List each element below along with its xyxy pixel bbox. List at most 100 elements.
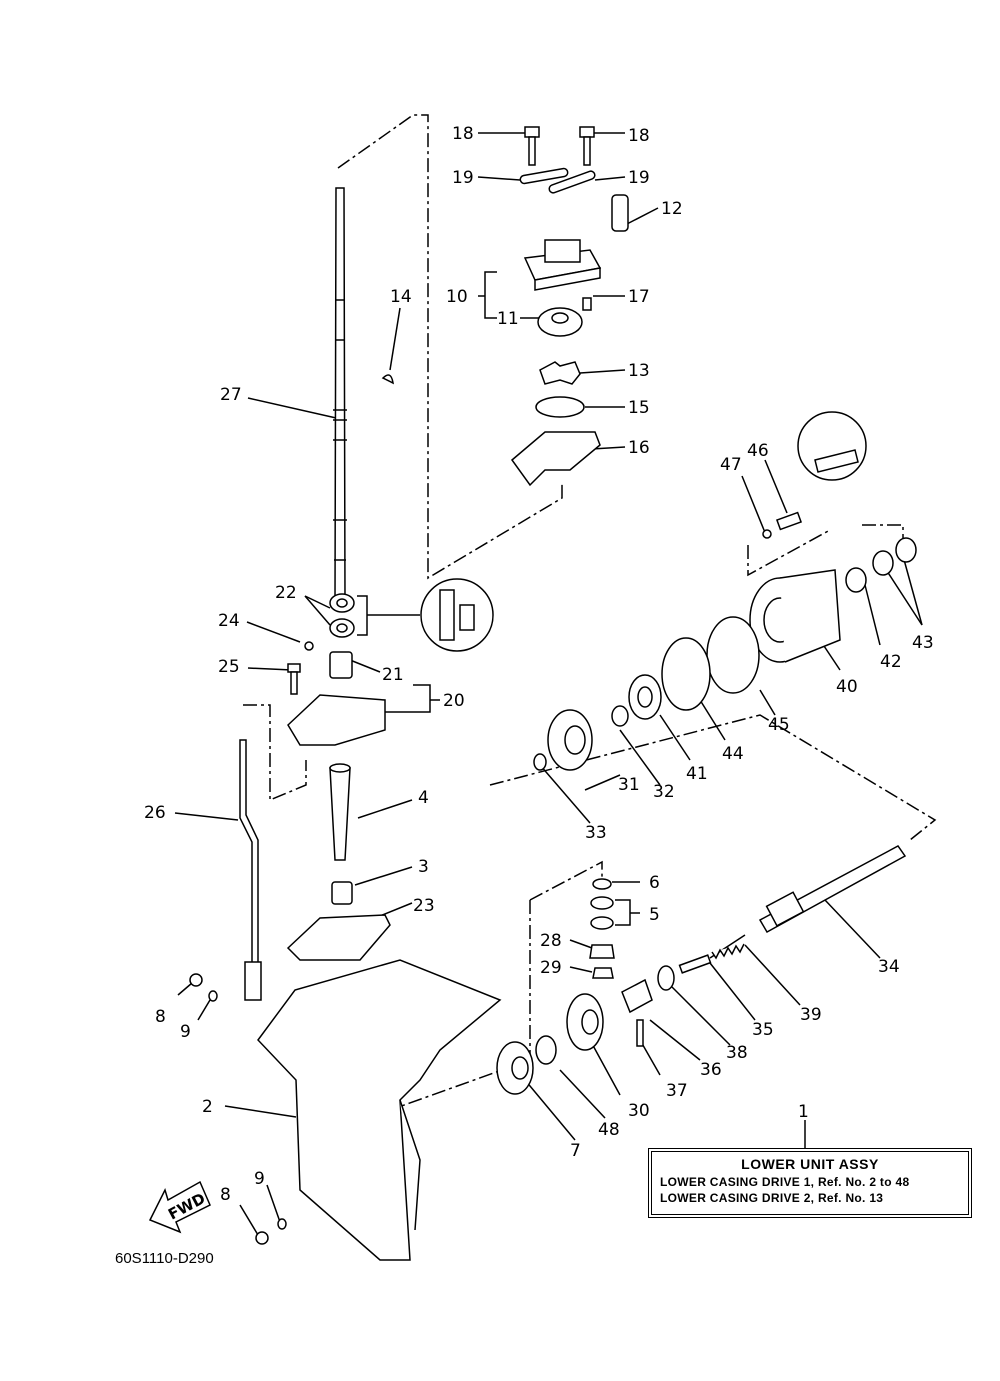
screw-8-top (189, 973, 203, 987)
shim-33 (533, 753, 547, 771)
callout: 39 (800, 1005, 822, 1025)
callout: 45 (768, 715, 790, 735)
grease-symbol-circle-2 (797, 411, 867, 481)
callout: 38 (726, 1043, 748, 1063)
assembly-reference-inner: LOWER UNIT ASSY LOWER CASING DRIVE 1, Re… (651, 1151, 969, 1215)
parts-artwork (189, 126, 917, 1261)
oil-seal-43-b (895, 537, 917, 563)
bolt-18-right (579, 126, 595, 138)
callout: 23 (413, 896, 435, 916)
bushing-21 (329, 651, 353, 679)
callout: 25 (218, 657, 240, 677)
nut-29 (592, 967, 614, 979)
callout: 15 (628, 398, 650, 418)
callout: 11 (497, 309, 519, 329)
bearing-housing-20 (287, 694, 386, 746)
shim-48 (535, 1035, 557, 1065)
plate-19-right (548, 170, 596, 194)
callout: 26 (144, 803, 166, 823)
dowel-pin-17 (582, 297, 592, 311)
outer-plate-16 (510, 431, 601, 487)
callout: 16 (628, 438, 650, 458)
oil-seal-43-a (872, 550, 894, 576)
callout: 18 (452, 124, 474, 144)
callout: 24 (218, 611, 240, 631)
lower-casing-2 (257, 959, 502, 1261)
callout: 2 (202, 1097, 213, 1117)
callout: 48 (598, 1120, 620, 1140)
callout: 33 (585, 823, 607, 843)
o-ring-44 (661, 637, 711, 711)
plate-19-left (519, 167, 569, 185)
callout: 30 (628, 1101, 650, 1121)
callout: 19 (452, 168, 474, 188)
callout: 44 (722, 744, 744, 764)
callout: 3 (418, 857, 429, 877)
callout: 34 (878, 957, 900, 977)
callout: 9 (180, 1022, 191, 1042)
callout: 31 (618, 775, 640, 795)
callout: 4 (418, 788, 429, 808)
callout: 18 (628, 126, 650, 146)
dog-clutch-36 (621, 978, 653, 1014)
impeller-13 (539, 361, 581, 385)
washer-6 (592, 878, 612, 890)
callout: 20 (443, 691, 465, 711)
shift-rod-26 (239, 739, 259, 966)
bolt-18-left (524, 126, 540, 138)
assembly-line: LOWER CASING DRIVE 1, Ref. No. 2 to 48 (660, 1175, 910, 1189)
grease-symbol-circle (420, 578, 494, 652)
shim-32 (611, 705, 629, 727)
assembly-title: LOWER UNIT ASSY (741, 1156, 879, 1172)
callout: 42 (880, 652, 902, 672)
callout: 29 (540, 958, 562, 978)
water-tube-12 (611, 194, 629, 232)
assembly-line: LOWER CASING DRIVE 2, Ref. No. 13 (660, 1191, 884, 1205)
callout: 9 (254, 1169, 265, 1189)
washer-38 (657, 965, 675, 991)
oil-seal-42 (845, 567, 867, 593)
bolt-25 (287, 663, 301, 673)
washer-47 (762, 529, 772, 539)
callout: 21 (382, 665, 404, 685)
grommet-3 (331, 881, 353, 905)
callout: 19 (628, 168, 650, 188)
cross-pin-37 (636, 1019, 644, 1047)
screw-8-bottom (255, 1231, 269, 1245)
callout: 47 (720, 455, 742, 475)
gasket-15 (535, 396, 585, 418)
o-ring-24 (304, 641, 314, 651)
callout: 41 (686, 764, 708, 784)
callout: 28 (540, 931, 562, 951)
callout: 7 (570, 1141, 581, 1161)
washer-9-bottom (277, 1218, 287, 1230)
gasket-23 (286, 914, 391, 961)
callout: 10 (446, 287, 468, 307)
assembly-reference-box: LOWER UNIT ASSY LOWER CASING DRIVE 1, Re… (648, 1148, 972, 1218)
bolt-46 (775, 511, 803, 531)
callout: 37 (666, 1081, 688, 1101)
pinion-28 (589, 944, 615, 959)
callout: 8 (155, 1007, 166, 1027)
callout: 17 (628, 287, 650, 307)
callout: 5 (649, 905, 660, 925)
callout: 12 (661, 199, 683, 219)
thrust-bearing-5-a (590, 896, 614, 910)
callout: 6 (649, 873, 660, 893)
push-rod-35 (678, 954, 712, 974)
callout: 13 (628, 361, 650, 381)
callout: 46 (747, 441, 769, 461)
callout: 36 (700, 1060, 722, 1080)
thrust-bearing-5-b (590, 916, 614, 930)
callout: 1 (798, 1102, 809, 1122)
washer-9-top (208, 990, 218, 1002)
callout: 40 (836, 677, 858, 697)
water-tube-4 (329, 767, 351, 861)
callout: 32 (653, 782, 675, 802)
callout-numbers: 18 18 19 19 12 10 17 11 13 15 16 14 27 4… (144, 124, 934, 1205)
callout: 27 (220, 385, 242, 405)
callout: 35 (752, 1020, 774, 1040)
callout: 22 (275, 583, 297, 603)
drawing-code: 60S1110-D290 (115, 1250, 214, 1267)
